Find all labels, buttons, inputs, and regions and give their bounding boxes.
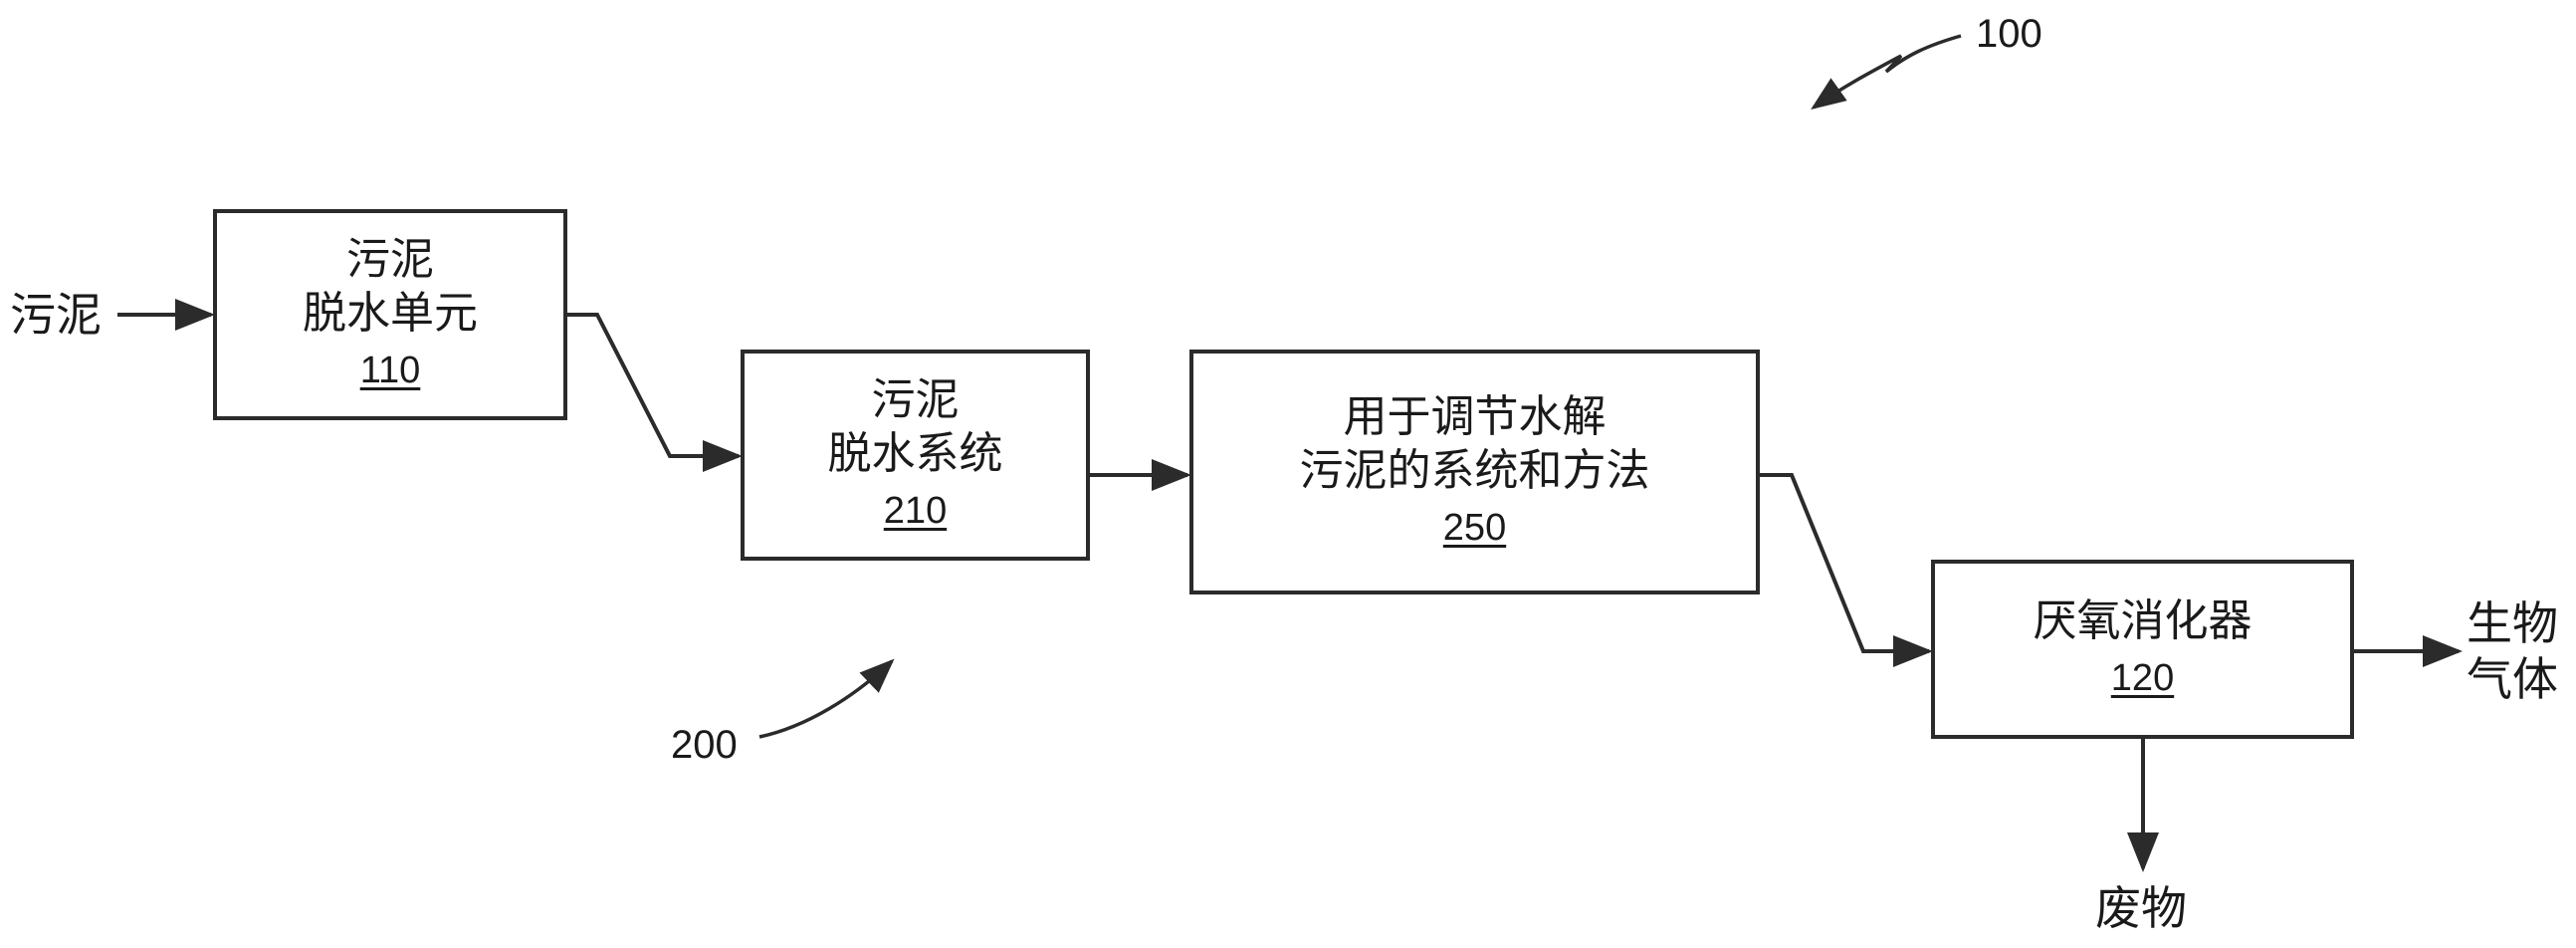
biogas-output-label: 生物 气体 (2467, 595, 2558, 707)
biogas-line1: 生物 (2467, 596, 2558, 650)
system-250-line1: 用于调节水解 (1343, 391, 1607, 442)
anaerobic-digester-120: 厌氧消化器 120 (1931, 560, 2354, 739)
reference-number-200: 200 (671, 723, 738, 767)
hydrolysis-conditioning-system-250: 用于调节水解 污泥的系统和方法 250 (1189, 350, 1760, 594)
system-210-line2: 脱水系统 (827, 428, 1003, 479)
digester-120-ref: 120 (2110, 657, 2175, 699)
arrow-110-to-210 (567, 313, 743, 472)
system-250-ref: 250 (1442, 507, 1507, 549)
leader-arrow-200 (758, 658, 895, 739)
arrow-250-to-120 (1760, 473, 1933, 667)
leader-arrow-100 (1811, 34, 1962, 111)
unit-110-line1: 污泥 (346, 234, 434, 285)
system-210-line1: 污泥 (871, 374, 960, 425)
system-250-line2: 污泥的系统和方法 (1299, 445, 1650, 496)
system-210-ref: 210 (883, 490, 948, 532)
sludge-dewatering-unit-110: 污泥 脱水单元 110 (213, 209, 567, 420)
unit-110-line2: 脱水单元 (303, 288, 478, 339)
waste-output-label: 废物 (2095, 881, 2187, 935)
biogas-line2: 气体 (2467, 652, 2558, 706)
digester-120-line1: 厌氧消化器 (2033, 595, 2253, 646)
unit-110-ref: 110 (359, 350, 421, 391)
reference-number-100: 100 (1976, 12, 2042, 56)
sludge-dewatering-system-210: 污泥 脱水系统 210 (741, 350, 1090, 561)
input-sludge-label: 污泥 (10, 288, 102, 342)
